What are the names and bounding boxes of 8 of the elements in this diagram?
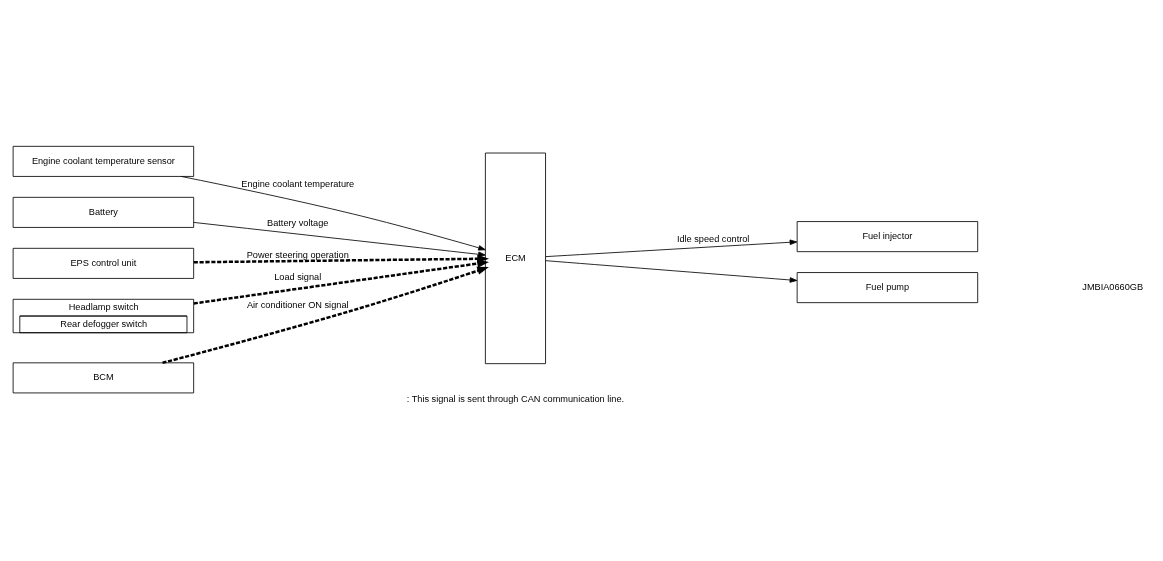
edge-label: Air conditioner ON signal — [246, 299, 349, 310]
edge-label: Engine coolant temperature — [241, 179, 355, 190]
edge-label: Battery voltage — [267, 218, 329, 229]
edge-label: Power steering operation — [246, 250, 349, 261]
edge-label: Load signal — [274, 271, 322, 282]
label: JMBIA0660GB — [1082, 281, 1144, 292]
legend-label: : This signal is sent through CAN communication line. — [406, 393, 625, 404]
edge-label: Idle speed control — [676, 234, 750, 245]
